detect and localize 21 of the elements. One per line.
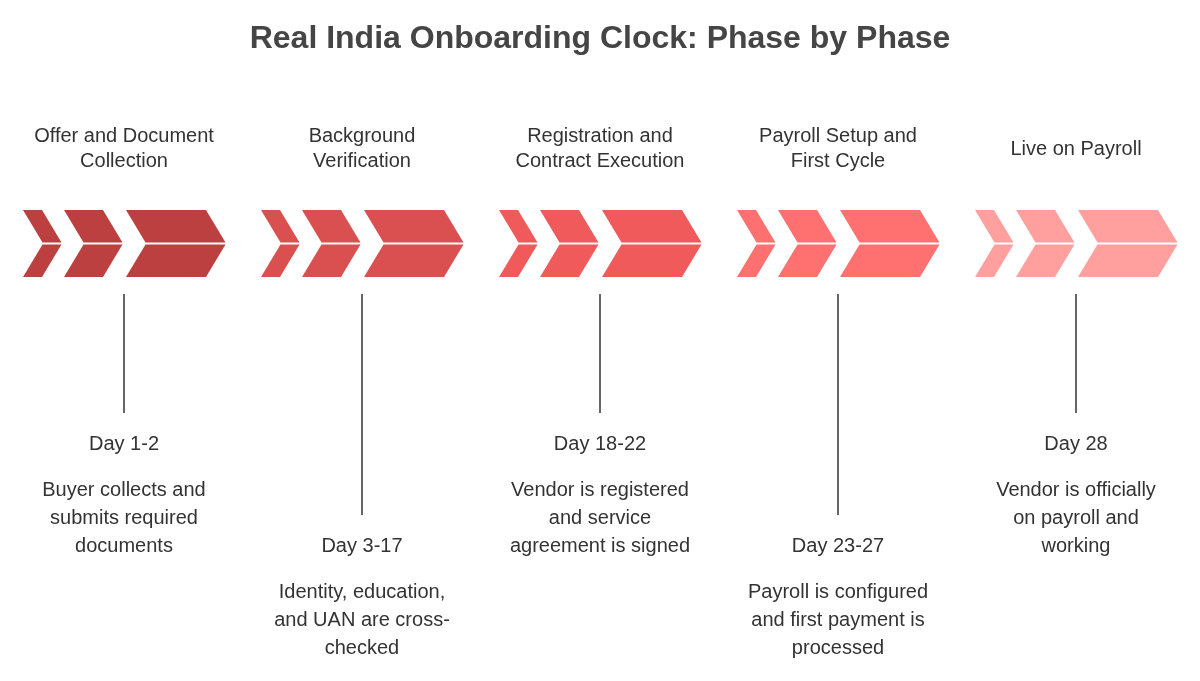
day-label: Day 1-2 [89, 431, 159, 456]
day-label: Day 3-17 [321, 533, 403, 558]
phase-heading: Registration and Contract Execution [514, 123, 686, 173]
day-label: Day 23-27 [791, 533, 885, 558]
day-label: Day 18-22 [553, 431, 647, 456]
connector-line [361, 293, 363, 516]
phase-heading: Payroll Setup and First Cycle [758, 123, 918, 173]
day-label: Day 28 [1044, 431, 1108, 456]
description-text: Identity, education, and UAN are cross-checked [273, 579, 451, 660]
description-text: Vendor is registered and service agreement is signed [508, 477, 692, 558]
phase-heading: Live on Payroll [1010, 135, 1142, 161]
connector-line [123, 293, 125, 414]
description-text: Payroll is configured and first payment is processed [746, 579, 930, 660]
description-text: Vendor is officially on payroll and working [995, 477, 1157, 558]
description-text: Buyer collects and submits required documents [41, 477, 207, 558]
connector-line [599, 293, 601, 414]
connector-line [1075, 293, 1077, 414]
connector-line [837, 293, 839, 516]
title-heading: Real India Onboarding Clock: Phase by Phase [249, 18, 951, 57]
phase-heading: Offer and Document Collection [33, 123, 215, 173]
phase-heading: Background Verification [307, 123, 417, 173]
